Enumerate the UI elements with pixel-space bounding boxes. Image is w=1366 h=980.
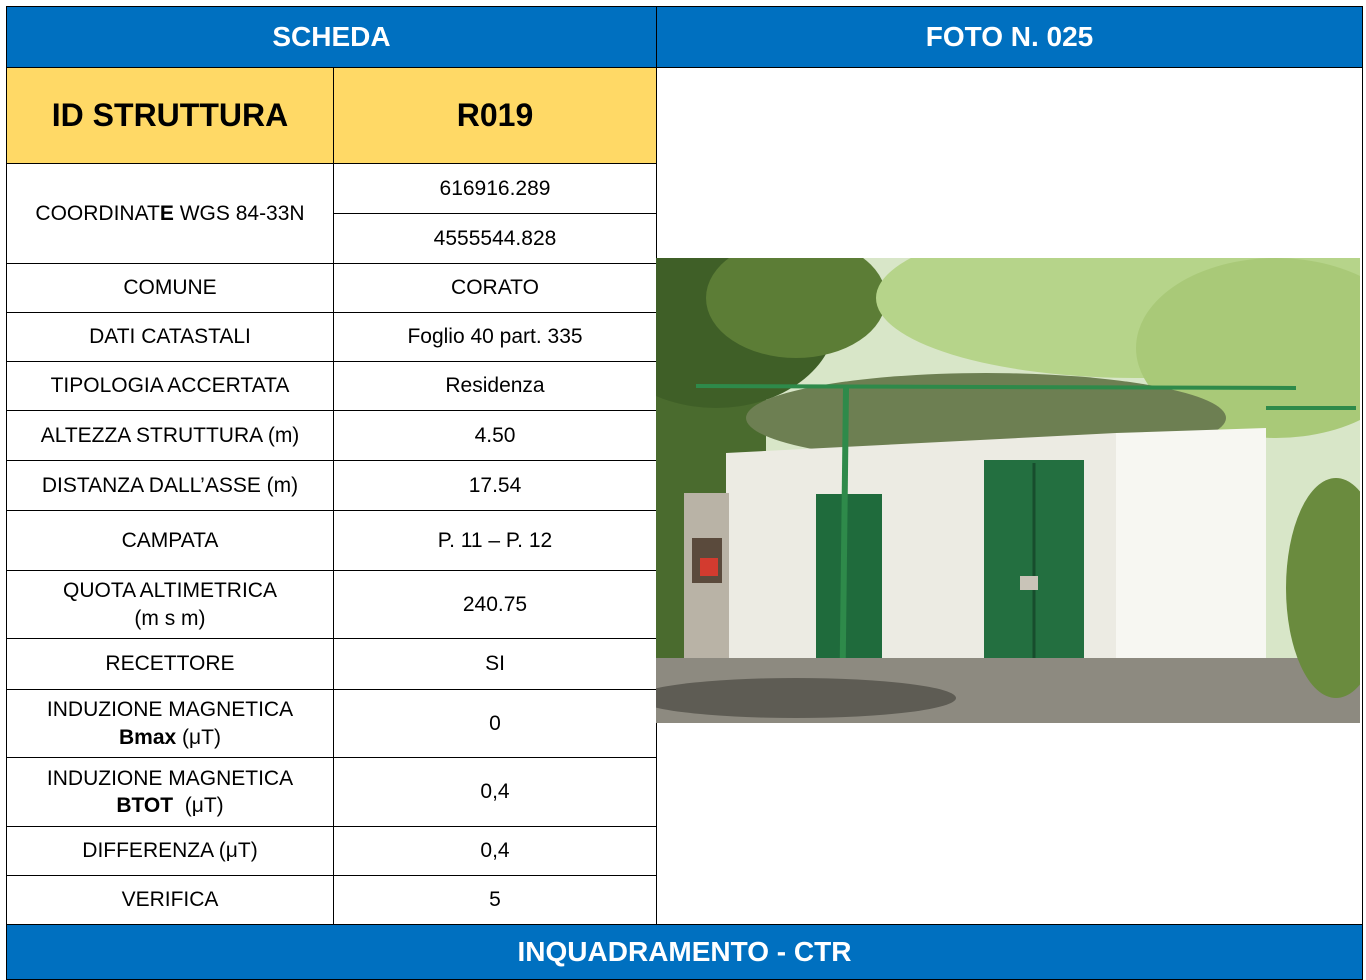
altezza-value: 4.50 [333, 410, 657, 461]
quota-value: 240.75 [333, 570, 657, 639]
photo-icon [656, 258, 1360, 723]
campata-label: CAMPATA [6, 510, 334, 571]
footer-inquadramento: INQUADRAMENTO - CTR [6, 924, 1363, 980]
altezza-label: ALTEZZA STRUTTURA (m) [6, 410, 334, 461]
bmax-value: 0 [333, 689, 657, 758]
footer-title: INQUADRAMENTO - CTR [517, 936, 852, 967]
recettore-value: SI [333, 638, 657, 690]
comune-label: COMUNE [6, 263, 334, 313]
differenza-label: DIFFERENZA (μT) [6, 826, 334, 876]
campata-value: P. 11 – P. 12 [333, 510, 657, 571]
dati-catastali-value: Foglio 40 part. 335 [333, 312, 657, 362]
comune-value: CORATO [333, 263, 657, 313]
id-struttura-label: ID STRUTTURA [6, 67, 334, 164]
header-foto: FOTO N. 025 [656, 6, 1363, 68]
distanza-value: 17.54 [333, 460, 657, 511]
scheda-sheet: SCHEDA FOTO N. 025 ID STRUTTURA R019 COO… [6, 6, 1363, 980]
differenza-value: 0,4 [333, 826, 657, 876]
header-foto-label: FOTO N. 025 [925, 21, 1094, 52]
distanza-label: DISTANZA DALL’ASSE (m) [6, 460, 334, 511]
dati-catastali-label: DATI CATASTALI [6, 312, 334, 362]
verifica-value: 5 [333, 875, 657, 925]
coordinate-label: COORDINATE WGS 84-33N [6, 163, 334, 264]
header-scheda-label: SCHEDA [272, 21, 391, 52]
btot-value: 0,4 [333, 757, 657, 827]
tipologia-value: Residenza [333, 361, 657, 411]
coordinate-north: 4555544.828 [333, 213, 657, 264]
id-struttura-value: R019 [333, 67, 657, 164]
quota-label: QUOTA ALTIMETRICA(m s m) [6, 570, 334, 639]
header-scheda: SCHEDA [6, 6, 657, 68]
verifica-label: VERIFICA [6, 875, 334, 925]
recettore-label: RECETTORE [6, 638, 334, 690]
tipologia-label: TIPOLOGIA ACCERTATA [6, 361, 334, 411]
coordinate-east: 616916.289 [333, 163, 657, 214]
